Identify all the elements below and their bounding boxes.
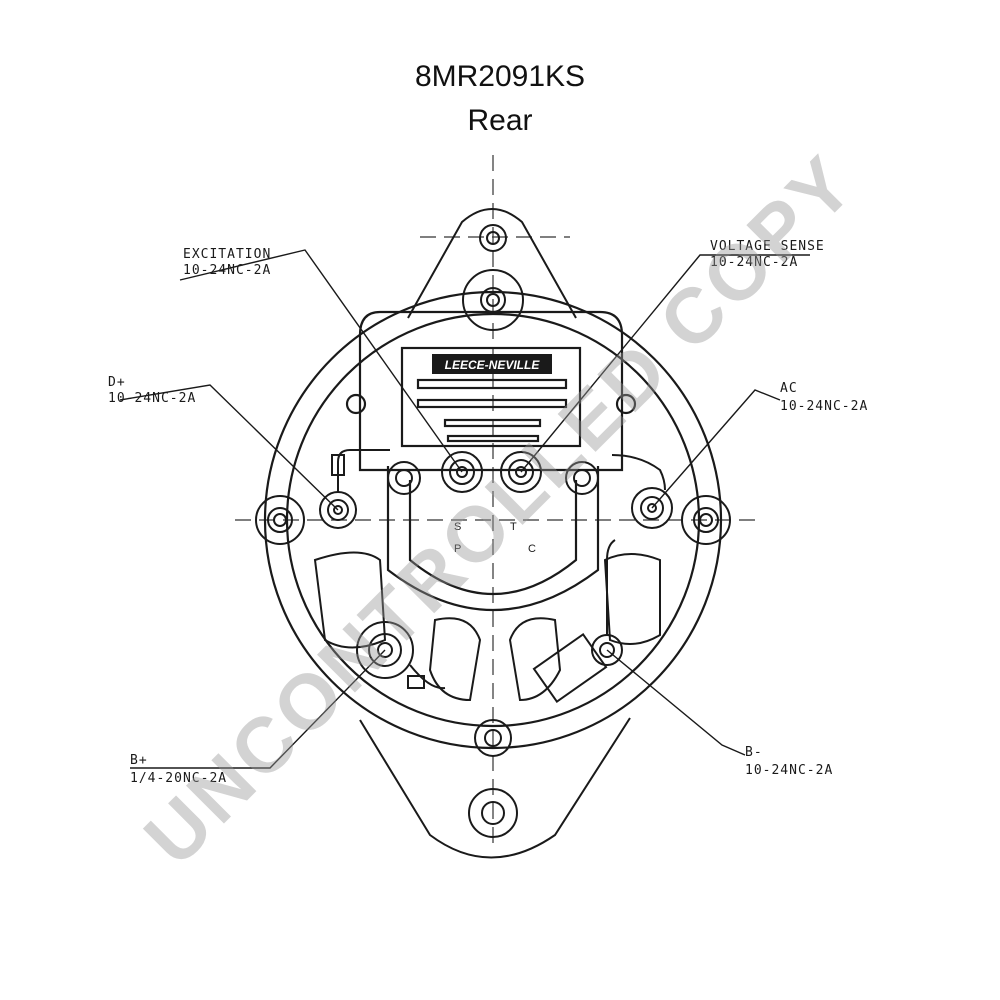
label-b-minus-name: B- [745, 745, 763, 760]
cover-marks: S T P C [454, 521, 536, 555]
label-d-plus-spec: 10-24NC-2A [108, 391, 196, 406]
label-excitation-name: EXCITATION [183, 247, 271, 262]
voltage-sense-terminal [500, 451, 542, 493]
terminal-labels: EXCITATION 10-24NC-2A VOLTAGE SENSE 10-2… [108, 239, 868, 786]
side-bosses [255, 495, 731, 545]
terminal-studs [319, 449, 673, 703]
label-voltage-sense-spec: 10-24NC-2A [710, 255, 798, 270]
brand-logo: LEECE-NEVILLE [445, 358, 541, 372]
label-excitation-spec: 10-24NC-2A [183, 263, 271, 278]
d-plus-terminal [319, 449, 390, 529]
upper-boss [462, 269, 524, 757]
bottom-mounting-ear [359, 717, 631, 859]
label-ac-name: AC [780, 381, 798, 396]
brand-plate: LEECE-NEVILLE [432, 354, 552, 374]
label-voltage-sense-name: VOLTAGE SENSE [710, 239, 825, 254]
drawing-title: 8MR2091KS [414, 60, 586, 93]
label-ac-spec: 10-24NC-2A [780, 399, 868, 414]
regulator-cover [345, 310, 637, 612]
label-b-minus-spec: 10-24NC-2A [745, 763, 833, 778]
top-mounting-ear [407, 208, 577, 319]
mark-c: C [528, 543, 536, 555]
mark-s: S [454, 521, 461, 533]
label-b-plus-spec: 1/4-20NC-2A [130, 771, 227, 786]
b-minus-terminal [532, 539, 623, 703]
leader-lines [119, 249, 810, 769]
mark-t: T [510, 521, 517, 533]
label-b-plus-name: B+ [130, 753, 148, 768]
excitation-terminal [441, 451, 483, 493]
ac-terminal [611, 454, 673, 529]
drawing-subtitle: Rear [467, 104, 533, 137]
b-plus-terminal [356, 621, 446, 690]
label-d-plus-name: D+ [108, 375, 126, 390]
mark-p: P [454, 543, 461, 555]
vent-slots [313, 551, 661, 702]
